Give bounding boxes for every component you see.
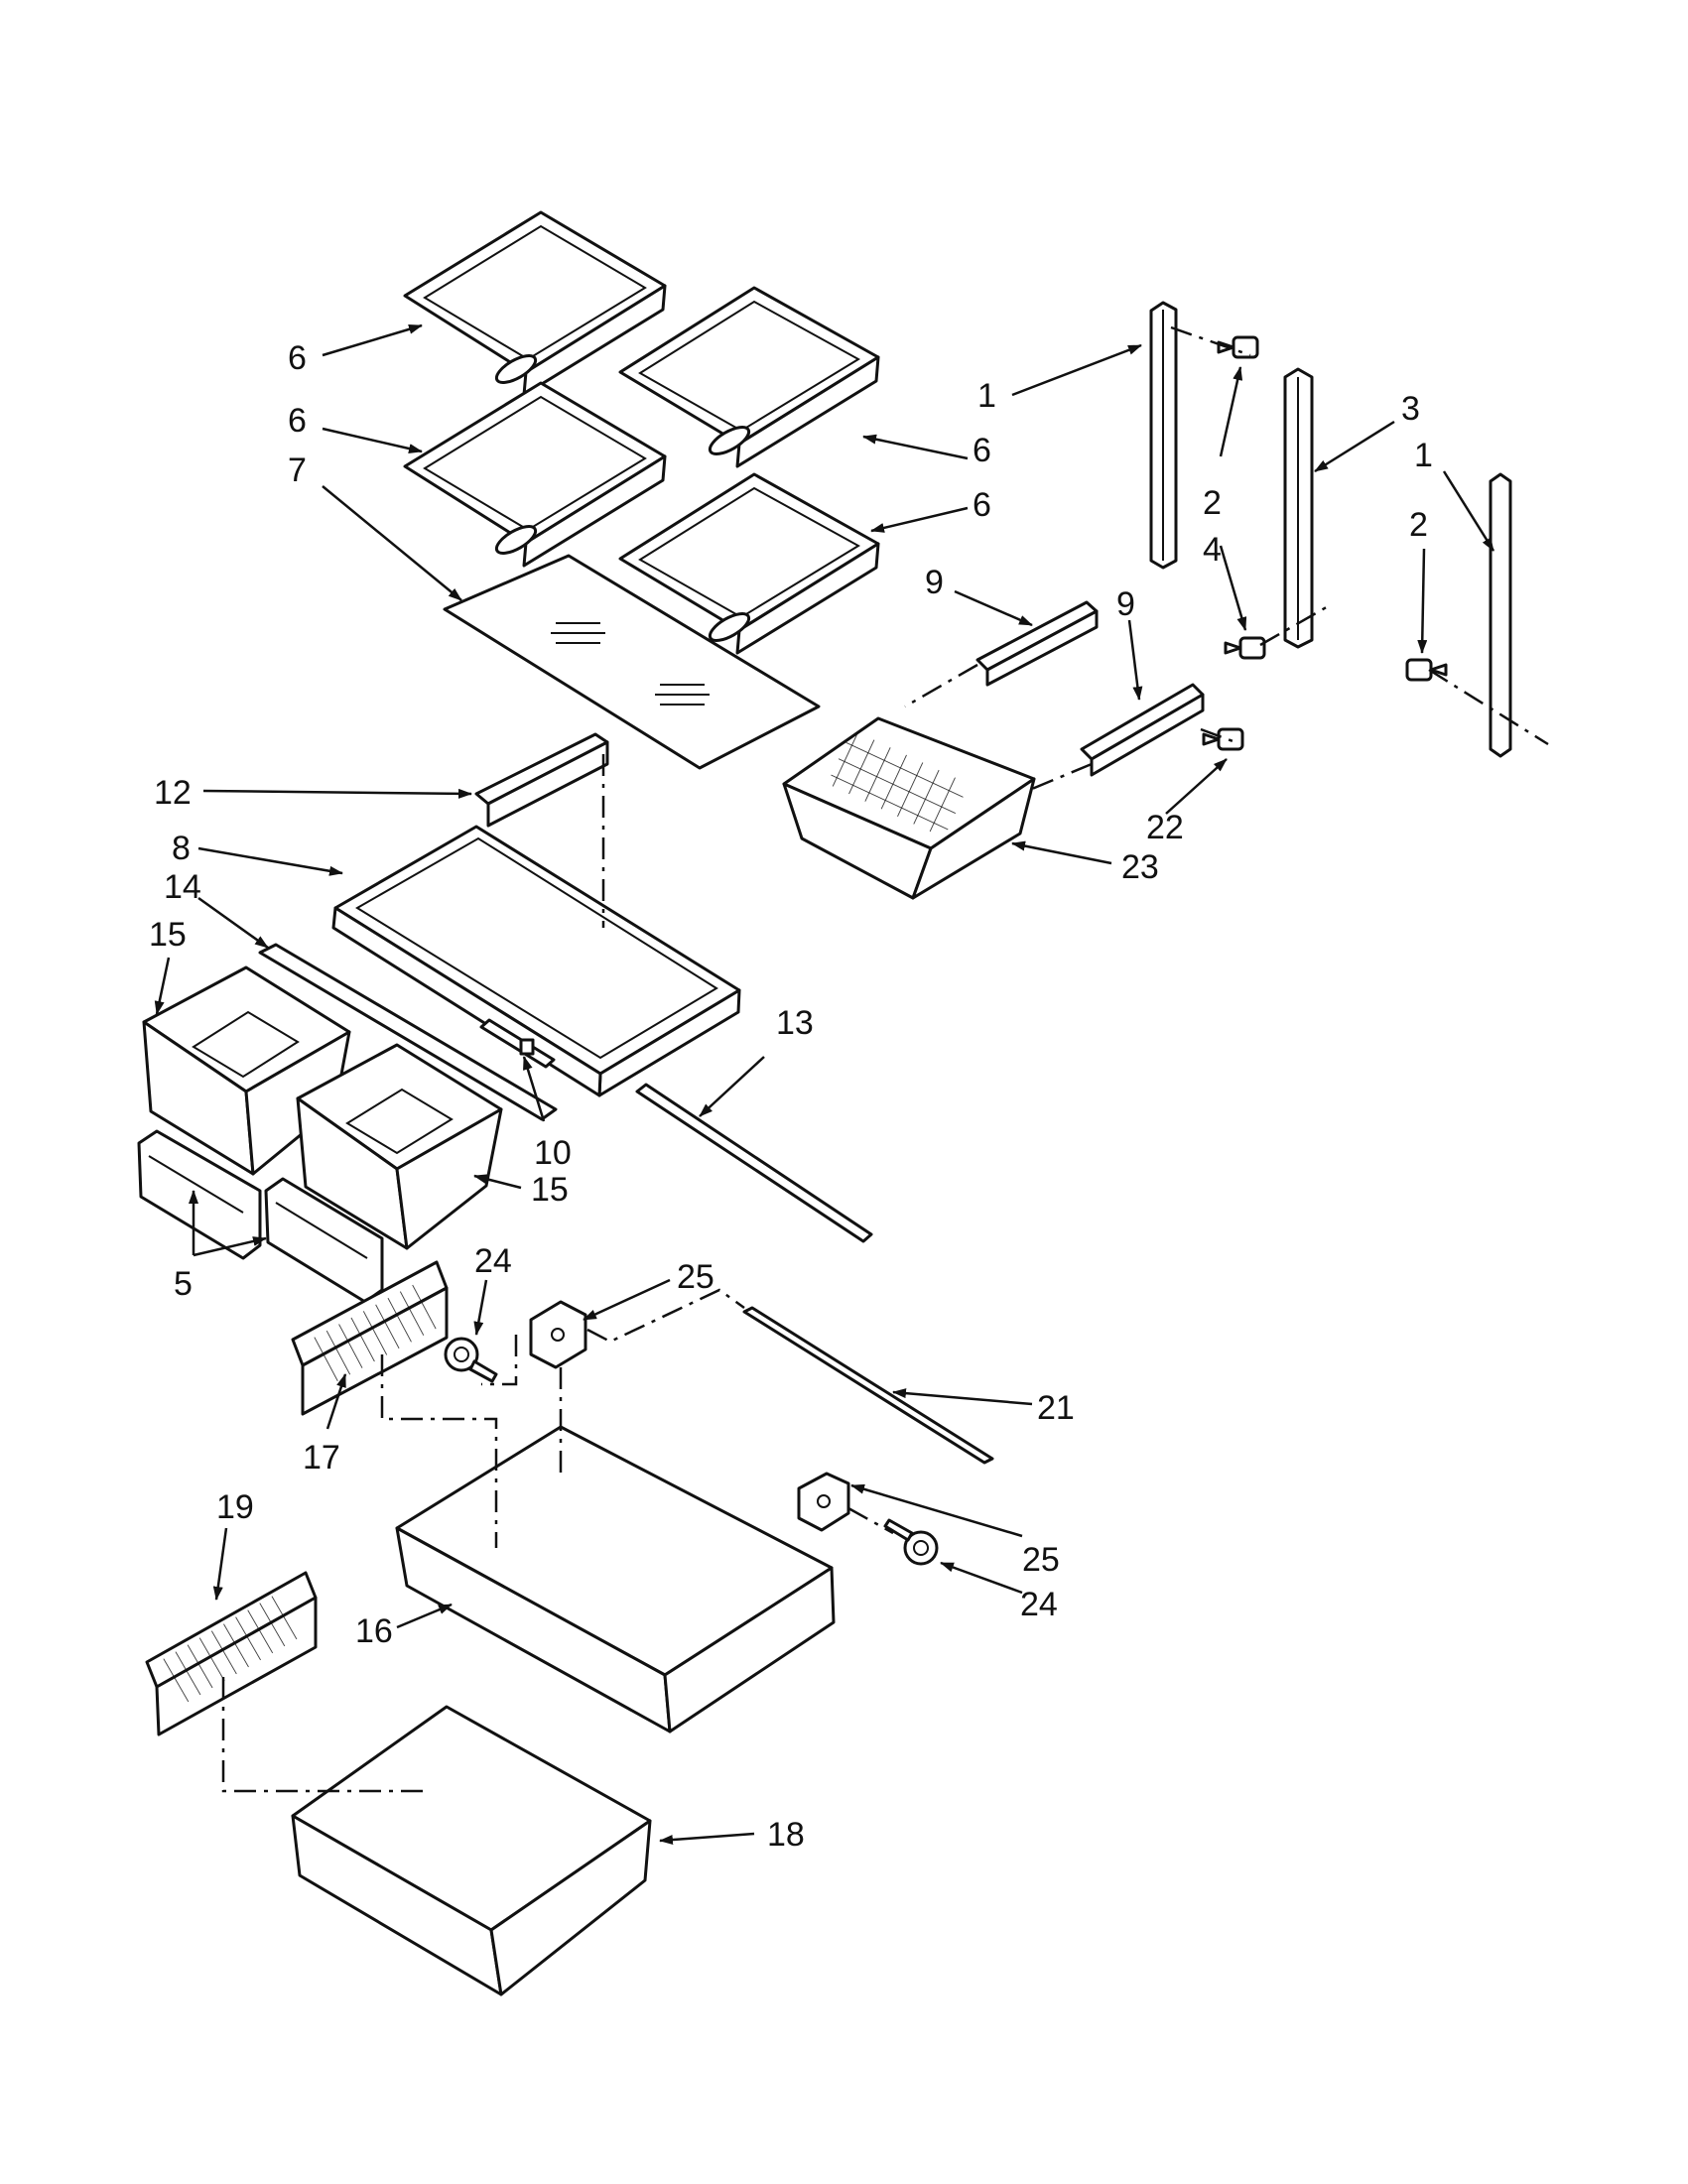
callout-2-b: 2 [1409, 506, 1428, 544]
callout-23: 23 [1121, 848, 1159, 886]
leader-lines [154, 323, 1495, 1846]
vertical-rail-right [1489, 472, 1512, 758]
callout-21: 21 [1037, 1389, 1075, 1427]
trim-strip [258, 943, 558, 1121]
callout-19: 19 [216, 1488, 254, 1526]
callout-3: 3 [1401, 390, 1420, 428]
callout-15-a: 15 [149, 916, 187, 954]
callout-9-b: 9 [1116, 585, 1135, 623]
callout-15-b: 15 [531, 1171, 569, 1209]
callout-17: 17 [303, 1439, 340, 1477]
basket-rod [742, 1306, 994, 1465]
crisper-drawer-right [296, 1043, 503, 1250]
basket-bracket-upper [529, 1300, 587, 1369]
gear-lower [883, 1518, 939, 1566]
wire-basket-lower [291, 1705, 652, 1996]
callout-1-a: 1 [977, 377, 996, 415]
callout-9-a: 9 [925, 564, 944, 601]
vertical-rail-center [1283, 367, 1314, 649]
callout-labels: 6 6 7 6 6 1 2 4 3 1 2 9 9 22 23 12 8 14 … [149, 339, 1433, 1854]
callout-6-a: 6 [288, 339, 307, 377]
callout-6-c: 6 [973, 432, 991, 469]
callout-6-b: 6 [288, 402, 307, 440]
callout-24-b: 24 [1020, 1586, 1058, 1623]
callout-25-b: 25 [1022, 1541, 1060, 1579]
callout-16: 16 [355, 1612, 393, 1650]
assembly-lines [221, 325, 1549, 1793]
callout-7: 7 [288, 451, 307, 489]
end-panel-19 [145, 1571, 318, 1736]
upper-drawer [782, 716, 1036, 900]
callout-5: 5 [174, 1265, 193, 1303]
callout-22: 22 [1146, 809, 1184, 846]
support-rod [635, 1083, 873, 1243]
callout-6-d: 6 [973, 486, 991, 524]
slide-rail-12 [474, 732, 609, 828]
callout-24-a: 24 [474, 1242, 512, 1280]
callout-4: 4 [1203, 531, 1222, 569]
glass-shelf-insert [443, 554, 821, 770]
drawer-rail-lower [1080, 683, 1205, 777]
shelf-middle-right [618, 472, 880, 655]
vertical-rail-left [1149, 301, 1178, 570]
callout-18: 18 [767, 1816, 805, 1854]
callout-14: 14 [164, 868, 201, 906]
wire-basket-upper [395, 1425, 836, 1734]
shelf-middle-left [403, 381, 667, 568]
shelf-top-left [403, 210, 667, 397]
shelf-top-right [618, 286, 880, 468]
center-support-10 [479, 1018, 556, 1069]
callout-10: 10 [534, 1134, 572, 1172]
callout-25-a: 25 [677, 1258, 714, 1296]
callout-1-b: 1 [1414, 437, 1433, 474]
callout-8: 8 [172, 830, 191, 867]
callout-12: 12 [154, 774, 192, 812]
gear-upper [444, 1337, 498, 1383]
drawer-rail-upper [975, 600, 1099, 687]
callout-13: 13 [776, 1004, 814, 1042]
basket-bracket-lower [797, 1472, 850, 1532]
screw-middle [1224, 636, 1266, 660]
callout-2-a: 2 [1203, 484, 1222, 522]
